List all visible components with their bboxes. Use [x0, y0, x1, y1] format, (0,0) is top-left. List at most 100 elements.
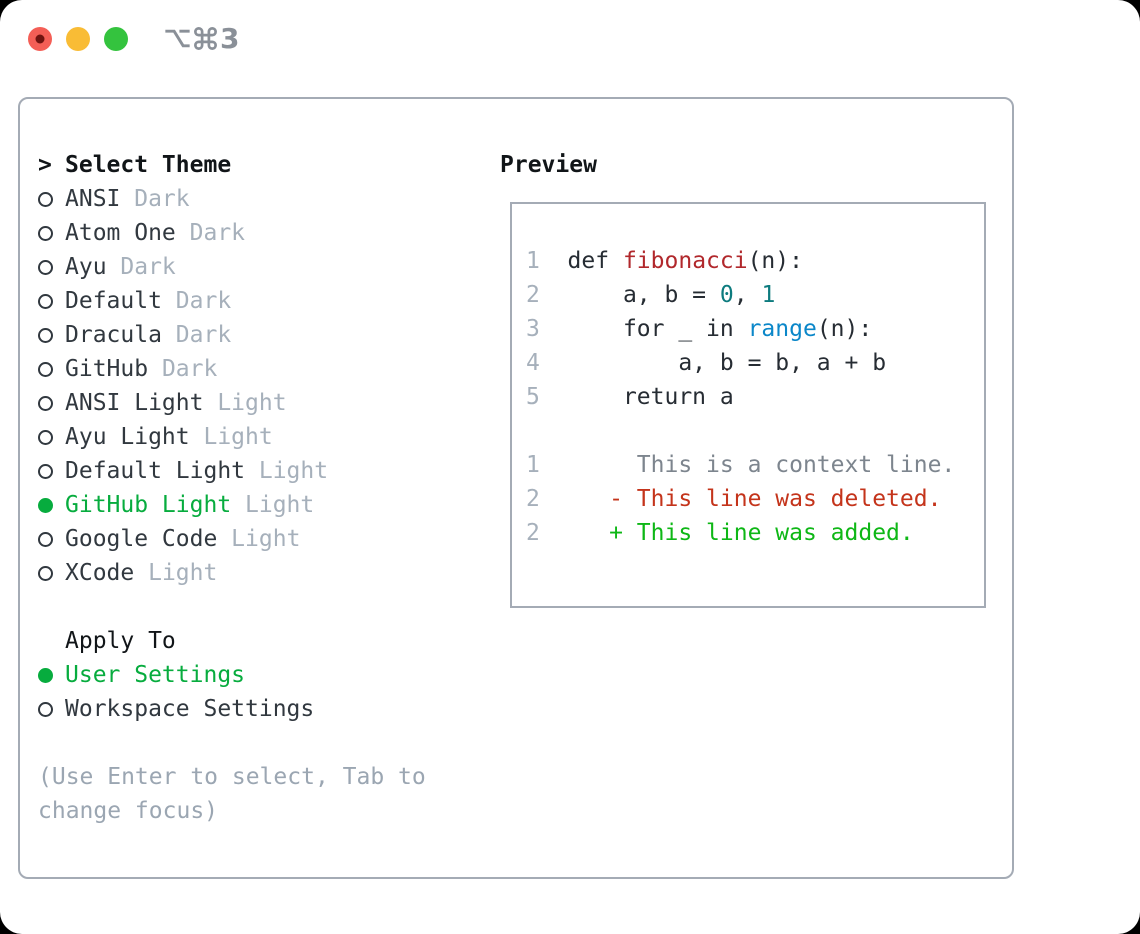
- option-key-icon: [165, 29, 190, 48]
- code-segment: a, b = b, a + b: [539, 350, 887, 376]
- window-title: 3: [164, 22, 240, 55]
- line-number: 3: [526, 316, 540, 342]
- variant-label: Light: [189, 424, 273, 450]
- code-segment: (n):: [747, 248, 803, 274]
- select-theme-title: Select Theme: [65, 152, 232, 178]
- radio-icon: [38, 701, 53, 717]
- theme-option-ansi-light[interactable]: ANSI Light Light: [38, 386, 426, 420]
- variant-label: Light: [231, 492, 315, 518]
- apply-option-user-settings[interactable]: User Settings: [38, 658, 426, 692]
- preview-line-code: 5 return a: [526, 384, 984, 418]
- option-label: Workspace Settings: [65, 696, 315, 722]
- radio-icon: [38, 361, 53, 377]
- hint-line-1: (Use Enter to select, Tab to: [38, 764, 426, 790]
- preview-line-context: 1 This is a context line.: [526, 452, 984, 486]
- code-segment: for _ in: [539, 316, 748, 342]
- window-title-digit: 3: [220, 22, 240, 55]
- preview-line-code: 3 for _ in range(n):: [526, 316, 984, 350]
- line-number: 1: [526, 452, 540, 478]
- option-label: ANSI: [65, 186, 121, 212]
- line-number: 2: [526, 520, 540, 546]
- theme-option-default-light[interactable]: Default Light Light: [38, 454, 426, 488]
- radio-icon: [38, 293, 53, 309]
- option-label: Atom One: [65, 220, 176, 246]
- spacer: [38, 726, 426, 760]
- command-key-icon: [194, 27, 217, 50]
- radio-icon: [38, 191, 53, 207]
- code-segment: (n):: [816, 316, 873, 342]
- theme-option-ayu-light[interactable]: Ayu Light Light: [38, 420, 426, 454]
- minimize-button[interactable]: [66, 26, 90, 51]
- variant-label: Light: [217, 526, 301, 552]
- option-label: ANSI Light: [65, 390, 204, 416]
- theme-option-ansi[interactable]: ANSI Dark: [38, 182, 426, 216]
- code-segment: fibonacci: [622, 248, 748, 274]
- theme-option-atom-one[interactable]: Atom One Dark: [38, 216, 426, 250]
- preview-line-code: 1 def fibonacci(n):: [526, 248, 984, 282]
- preview-line-blank: [526, 418, 984, 452]
- radio-icon: [38, 225, 53, 241]
- radio-icon: [38, 395, 53, 411]
- theme-option-ayu[interactable]: Ayu Dark: [38, 250, 426, 284]
- select-theme-header: > Select Theme: [38, 148, 426, 182]
- theme-option-github[interactable]: GitHub Dark: [38, 352, 426, 386]
- line-number: 2: [526, 282, 540, 308]
- preview-line-code: 4 a, b = b, a + b: [526, 350, 984, 384]
- code-segment: 0: [719, 282, 734, 308]
- variant-label: Dark: [175, 220, 246, 246]
- titlebar: 3: [28, 22, 240, 55]
- preview-line-deleted: 2 - This line was deleted.: [526, 486, 984, 520]
- option-label: User Settings: [65, 662, 246, 688]
- apply-to-header: Apply To: [65, 628, 176, 654]
- theme-option-dracula[interactable]: Dracula Dark: [38, 318, 426, 352]
- theme-option-github-light[interactable]: GitHub Light Light: [38, 488, 426, 522]
- radio-icon: [38, 327, 53, 343]
- option-label: GitHub Light: [65, 492, 232, 518]
- code-segment: a, b =: [539, 282, 720, 308]
- option-label: Default Light: [65, 458, 246, 484]
- code-segment: 1: [761, 282, 776, 308]
- theme-option-xcode[interactable]: XCode Light: [38, 556, 426, 590]
- variant-label: Light: [245, 458, 329, 484]
- radio-selected-icon: [38, 497, 53, 513]
- line-number: 4: [526, 350, 540, 376]
- code-segment: def: [539, 248, 623, 274]
- preview-title: Preview: [500, 152, 597, 178]
- variant-label: Dark: [106, 254, 176, 280]
- preview-line-code: 2 a, b = 0, 1: [526, 282, 984, 316]
- close-button[interactable]: [28, 26, 52, 51]
- code-segment: This is a context line.: [539, 452, 956, 478]
- variant-label: Dark: [161, 322, 232, 348]
- apply-option-workspace-settings[interactable]: Workspace Settings: [38, 692, 426, 726]
- option-label: Ayu Light: [65, 424, 190, 450]
- radio-icon: [38, 531, 53, 547]
- code-segment: - This line was deleted.: [539, 486, 942, 512]
- option-label: Default: [65, 288, 162, 314]
- prompt-caret-icon: >: [38, 152, 52, 178]
- option-label: GitHub: [65, 356, 149, 382]
- radio-icon: [38, 463, 53, 479]
- radio-selected-icon: [38, 667, 53, 683]
- main-panel: [18, 97, 1014, 879]
- theme-option-default[interactable]: Default Dark: [38, 284, 426, 318]
- zoom-button[interactable]: [104, 26, 128, 51]
- spacer: [38, 590, 426, 624]
- preview-line-added: 2 + This line was added.: [526, 520, 984, 554]
- variant-label: Dark: [120, 186, 190, 212]
- line-number: 1: [526, 248, 540, 274]
- theme-option-google-code[interactable]: Google Code Light: [38, 522, 426, 556]
- hint-line-2: change focus): [38, 798, 219, 824]
- variant-label: Dark: [148, 356, 218, 382]
- option-label: Ayu: [65, 254, 107, 280]
- keyboard-hint: (Use Enter to select, Tab to change focu…: [38, 760, 426, 828]
- radio-icon: [38, 259, 53, 275]
- radio-icon: [38, 565, 53, 581]
- radio-icon: [38, 429, 53, 445]
- code-segment: ,: [733, 282, 762, 308]
